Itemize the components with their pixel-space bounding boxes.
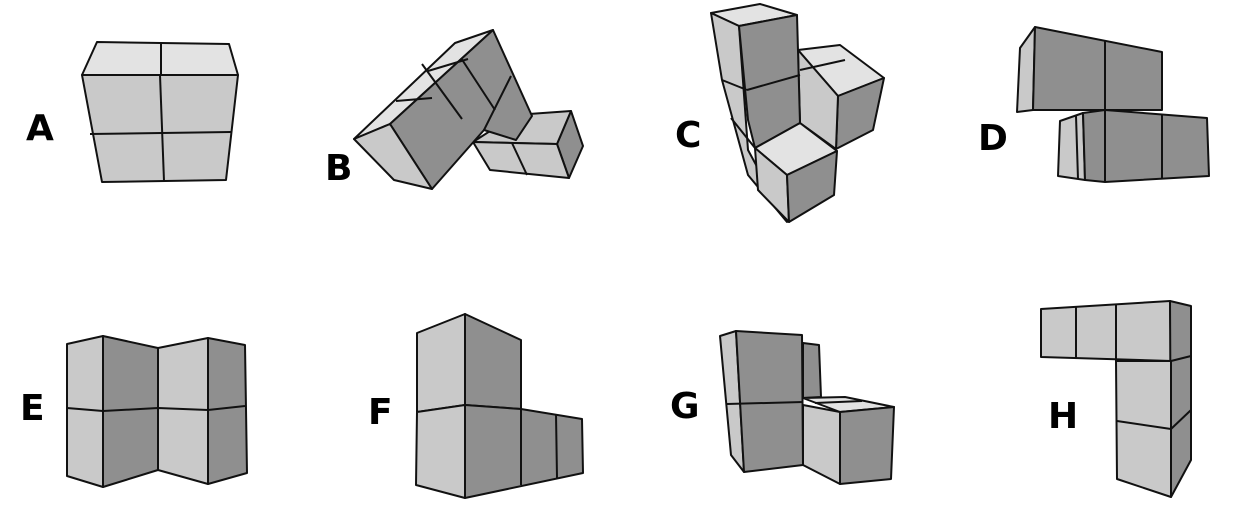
figure-c-front-right-face bbox=[786, 150, 838, 223]
figure-e: E bbox=[20, 335, 248, 488]
figure-h: H bbox=[1040, 300, 1192, 498]
figure-d: D bbox=[978, 26, 1210, 183]
figure-f-base-left-face bbox=[415, 404, 466, 499]
figure-b-bar-end-face bbox=[353, 123, 433, 190]
figure-b-label: B bbox=[325, 148, 352, 189]
figure-a-front-face bbox=[81, 74, 239, 183]
figure-g: G bbox=[670, 330, 895, 485]
figure-h-top-bar-front-face bbox=[1040, 300, 1172, 362]
figure-g-right-side-face bbox=[839, 406, 895, 485]
figure-d-bottom-bar-end-face bbox=[1057, 112, 1086, 181]
figure-a: A bbox=[26, 41, 239, 183]
figure-e-right-dark-face bbox=[207, 337, 248, 485]
figure-a-label: A bbox=[26, 108, 54, 149]
figure-e-label: E bbox=[20, 388, 45, 429]
figure-g-label: G bbox=[670, 386, 700, 427]
figure-g-back-block-face bbox=[802, 342, 822, 399]
figure-g-column-front-face bbox=[735, 330, 804, 473]
figure-c-label: C bbox=[675, 115, 701, 156]
figure-d-top-bar-front-face bbox=[1032, 26, 1163, 111]
figure-g-right-front-face bbox=[802, 404, 841, 485]
figure-f-label: F bbox=[368, 392, 393, 433]
figure-f-base-front-face bbox=[464, 404, 584, 499]
figure-d-bottom-bar-front-face bbox=[1082, 109, 1210, 183]
figure-e-right-light-face bbox=[157, 337, 209, 485]
figure-b: B bbox=[325, 29, 584, 190]
figure-d-label: D bbox=[978, 118, 1008, 159]
figure-f: F bbox=[368, 313, 584, 499]
figure-h-label: H bbox=[1048, 396, 1078, 437]
figure-f-tower-left-face bbox=[416, 313, 466, 413]
figure-h-column-front-face bbox=[1115, 360, 1172, 498]
figure-f-tower-right-face bbox=[464, 313, 522, 410]
figure-h-side-face bbox=[1169, 300, 1192, 498]
figure-c: C bbox=[675, 3, 885, 223]
